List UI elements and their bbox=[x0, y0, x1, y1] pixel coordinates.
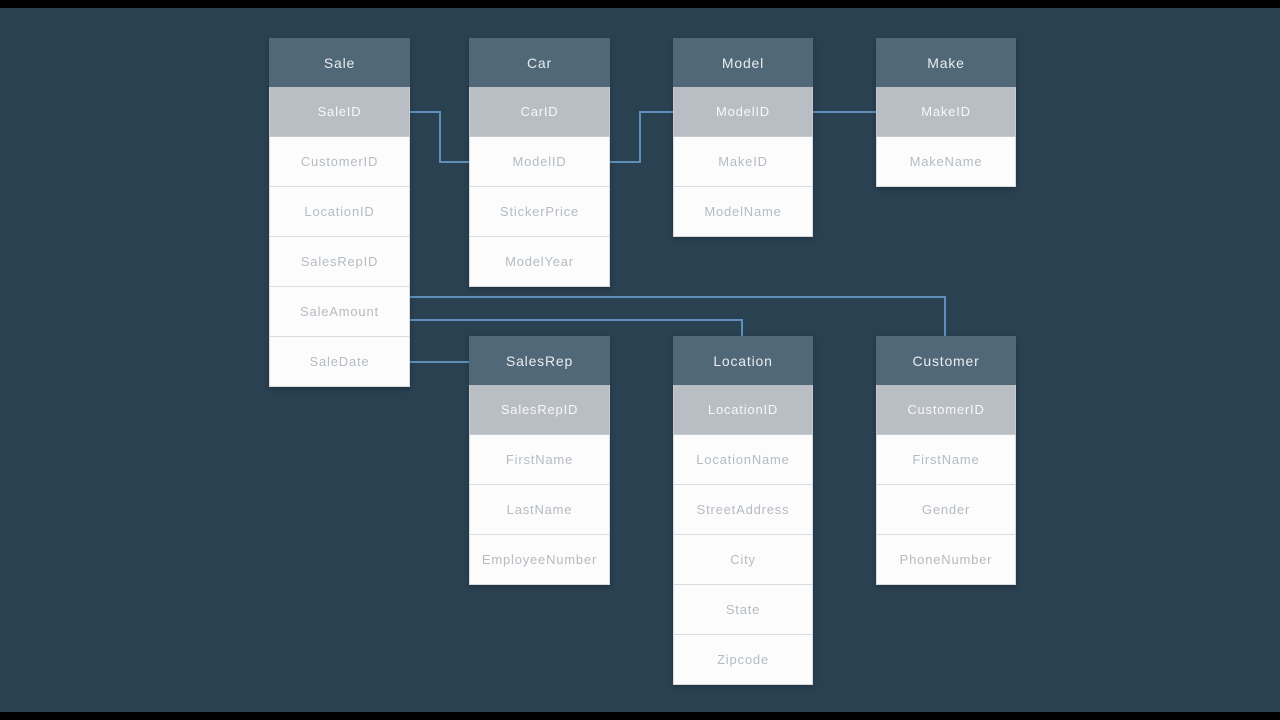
field-row-modelname: ModelName bbox=[673, 187, 813, 237]
letterbox-top bbox=[0, 0, 1280, 8]
connector-car-modelid-to-model-modelid bbox=[610, 111, 673, 163]
field-row-zipcode: Zipcode bbox=[673, 635, 813, 685]
table-title-location: Location bbox=[673, 336, 813, 385]
field-row-firstname: FirstName bbox=[876, 435, 1016, 485]
field-row-employeenumber: EmployeeNumber bbox=[469, 535, 610, 585]
primary-key-row-salesrepid: SalesRepID bbox=[469, 385, 610, 435]
field-row-streetaddress: StreetAddress bbox=[673, 485, 813, 535]
primary-key-row-modelid: ModelID bbox=[673, 87, 813, 137]
letterbox-bottom bbox=[0, 712, 1280, 720]
field-row-customerid: CustomerID bbox=[269, 137, 410, 187]
table-title-model: Model bbox=[673, 38, 813, 87]
field-row-phonenumber: PhoneNumber bbox=[876, 535, 1016, 585]
table-title-salesrep: SalesRep bbox=[469, 336, 610, 385]
field-row-locationname: LocationName bbox=[673, 435, 813, 485]
primary-key-row-locationid: LocationID bbox=[673, 385, 813, 435]
field-row-makename: MakeName bbox=[876, 137, 1016, 187]
field-row-saleamount: SaleAmount bbox=[269, 287, 410, 337]
primary-key-row-saleid: SaleID bbox=[269, 87, 410, 137]
connector-sale-saleid-to-car bbox=[410, 111, 469, 163]
field-row-modelid: ModelID bbox=[469, 137, 610, 187]
field-row-makeid: MakeID bbox=[673, 137, 813, 187]
field-row-salesrepid: SalesRepID bbox=[269, 237, 410, 287]
table-title-customer: Customer bbox=[876, 336, 1016, 385]
field-row-state: State bbox=[673, 585, 813, 635]
table-title-car: Car bbox=[469, 38, 610, 87]
connector-sale-to-location bbox=[410, 319, 743, 336]
field-row-stickerprice: StickerPrice bbox=[469, 187, 610, 237]
primary-key-row-customerid: CustomerID bbox=[876, 385, 1016, 435]
field-row-lastname: LastName bbox=[469, 485, 610, 535]
primary-key-row-carid: CarID bbox=[469, 87, 610, 137]
primary-key-row-makeid: MakeID bbox=[876, 87, 1016, 137]
field-row-locationid: LocationID bbox=[269, 187, 410, 237]
table-title-sale: Sale bbox=[269, 38, 410, 87]
connector-sale-to-customer bbox=[410, 296, 946, 336]
field-row-gender: Gender bbox=[876, 485, 1016, 535]
field-row-firstname: FirstName bbox=[469, 435, 610, 485]
field-row-modelyear: ModelYear bbox=[469, 237, 610, 287]
field-row-city: City bbox=[673, 535, 813, 585]
field-row-saledate: SaleDate bbox=[269, 337, 410, 387]
table-title-make: Make bbox=[876, 38, 1016, 87]
